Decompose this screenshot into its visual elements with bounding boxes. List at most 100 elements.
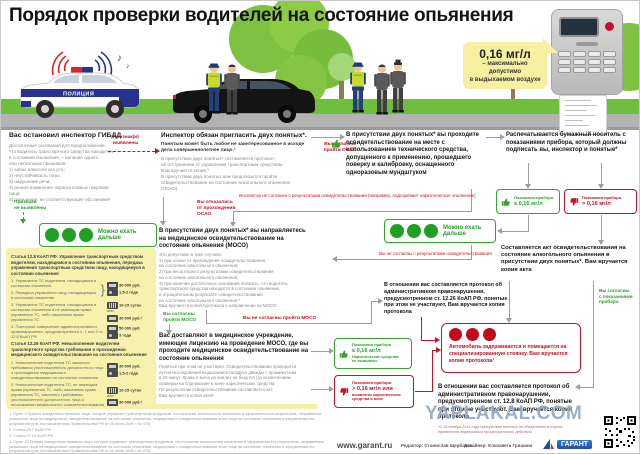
penalty-value: 1,5-2 года <box>119 289 138 295</box>
yellow-strip <box>7 404 317 409</box>
disagree-results-label: Вы не согласны с результатами освидетель… <box>379 251 492 256</box>
moso-body: Это допустимо в трех случаях: 1) при отк… <box>159 252 288 309</box>
arrow-down-icon <box>166 330 172 335</box>
onsite-test-heading: В присутствии двух понятых* вы проходите… <box>346 132 479 176</box>
go-further-label: Можно ехать дальше <box>98 229 137 241</box>
connector <box>421 340 436 341</box>
penalty-value: 3 года <box>119 332 132 338</box>
arrow-right-icon <box>340 134 345 140</box>
connector <box>432 350 433 392</box>
protocol-12-8-text: В отношении вас составляется протокол об… <box>438 384 573 420</box>
go-further-box: Можно ехать дальше <box>384 219 496 243</box>
arrest-icon <box>107 386 118 394</box>
article-item: 3. Управление ТС водителем, находящимся … <box>11 302 97 322</box>
printout-heading: Распечатывается бумажный носитель с пока… <box>506 132 627 153</box>
green-light-dot <box>390 224 404 238</box>
article-item: 4. Повторное совершение административног… <box>11 324 104 339</box>
agree-osao-label: Вы согласны пройти ОСАО <box>323 142 357 153</box>
connector <box>108 151 155 152</box>
arrest-icon <box>107 302 118 310</box>
arrow-right-icon <box>436 347 441 353</box>
connector <box>233 211 472 212</box>
refuse-moso-label: Вы не согласны пройти МОСО <box>243 316 317 321</box>
penalty-joiner: или <box>107 393 114 398</box>
badge-value: > 0,16 мг/л <box>582 200 611 207</box>
badge-extra: Наркотические средства не выявлены <box>352 354 399 364</box>
thumb-down-icon <box>340 387 349 395</box>
refuse-osao-label: Вы отказались от прохождения ОСАО <box>197 200 236 217</box>
badge-value: ≤ 0,16 мг/л <box>352 348 381 354</box>
grass <box>1 99 639 115</box>
connector <box>501 231 529 232</box>
thumb-up-icon <box>501 198 510 206</box>
arrow-right-icon <box>378 298 383 304</box>
license-icon <box>107 331 118 339</box>
limit-callout: 0,16 мг/л – максимально допустимо в выды… <box>463 38 558 90</box>
device-screen <box>559 17 599 37</box>
light-bar <box>71 67 82 73</box>
arrow-down-icon <box>598 240 604 245</box>
connector <box>432 350 437 351</box>
connector <box>601 215 602 241</box>
med-heading: Вас доставляют в медицинское учреждение,… <box>159 333 309 362</box>
thumb-down-icon <box>570 197 579 205</box>
thumb-up-icon <box>331 139 341 148</box>
article-item: 1. Управление ТС водителем, находящимся … <box>11 278 97 288</box>
connector <box>169 324 170 331</box>
arrow-down-icon <box>160 221 166 226</box>
siren-waves <box>51 51 113 76</box>
go-further-label: Можно ехать дальше <box>443 225 482 237</box>
connector <box>486 137 502 138</box>
road <box>1 114 639 129</box>
connector <box>421 317 422 340</box>
penalty-value: 30 000 руб. <box>119 363 141 369</box>
koap-articles-panel: Статья 12.8 КоАП РФ. Управление транспор… <box>6 248 156 406</box>
connector <box>311 137 342 138</box>
fine-icon <box>107 362 118 370</box>
witness-heading: Инспектор обязан пригласить двух понятых… <box>161 132 307 139</box>
arrow-down-icon <box>506 318 512 323</box>
device-printout-paper <box>559 95 607 135</box>
badge-extra: выявлены наркотические средства в моче <box>352 392 401 402</box>
connector <box>601 163 602 185</box>
license-icon <box>107 369 118 377</box>
license-icon <box>107 289 118 296</box>
article-12-8-title: Статья 12.8 КоАП РФ. Управление транспор… <box>11 254 145 276</box>
moso-ok-badge: Показания прибора ≤ 0,16 мг/л Наркотичес… <box>334 338 412 369</box>
penalty-joiner: или <box>107 309 114 314</box>
designer-credit: Дизайнер: Елизавета Гришина <box>464 443 533 448</box>
music-note-icon: ♪ <box>117 53 122 64</box>
penalty-group: 3. Управление ТС водителем, находящимся … <box>11 302 151 322</box>
arrow-right-icon <box>155 148 160 154</box>
penalty-value: 10-15 суток <box>119 387 142 393</box>
green-light-dot <box>407 224 421 238</box>
qr-code <box>603 415 637 449</box>
green-light-dot <box>62 228 76 242</box>
arrow-left-icon <box>575 384 580 390</box>
connector <box>337 259 472 260</box>
breathalyzer-device <box>547 7 627 137</box>
red-light-dots <box>449 328 573 341</box>
moso-bad-badge: Показания прибора > 0,16 мг/л или выявле… <box>334 375 414 408</box>
red-light-dot <box>483 328 496 341</box>
fine-icon <box>107 282 118 289</box>
green-light-dot <box>45 228 59 242</box>
penalty-value: 30 000 руб.* <box>119 315 143 321</box>
connector <box>23 212 24 220</box>
connector <box>233 211 234 223</box>
witness-note: *С 15 ноября 2014 года присутствие понят… <box>438 425 563 434</box>
garant-sail-icon <box>543 439 554 449</box>
signs-not-found-label: Признаки не выявлены <box>14 200 47 211</box>
footnote: 2. Статья 25.7 КоАП РФ. <box>9 427 52 432</box>
garant-brand-name: ГАРАНТ <box>557 439 593 449</box>
connector <box>371 301 372 323</box>
penalty-value: 30 000 руб.* <box>119 399 143 405</box>
thumb-up-icon <box>339 350 348 358</box>
moso-heading: В присутствии двух понятых* вы направляе… <box>159 228 306 249</box>
penalty-value: 10-15 суток <box>119 302 142 308</box>
connector <box>163 197 164 222</box>
garant-logo: ГАРАНТ <box>542 438 593 450</box>
green-light-dot <box>79 228 93 242</box>
impound-text: Автомобиль задерживается и помещается на… <box>449 344 568 364</box>
police-label: ПОЛИЦИЯ <box>63 92 94 98</box>
